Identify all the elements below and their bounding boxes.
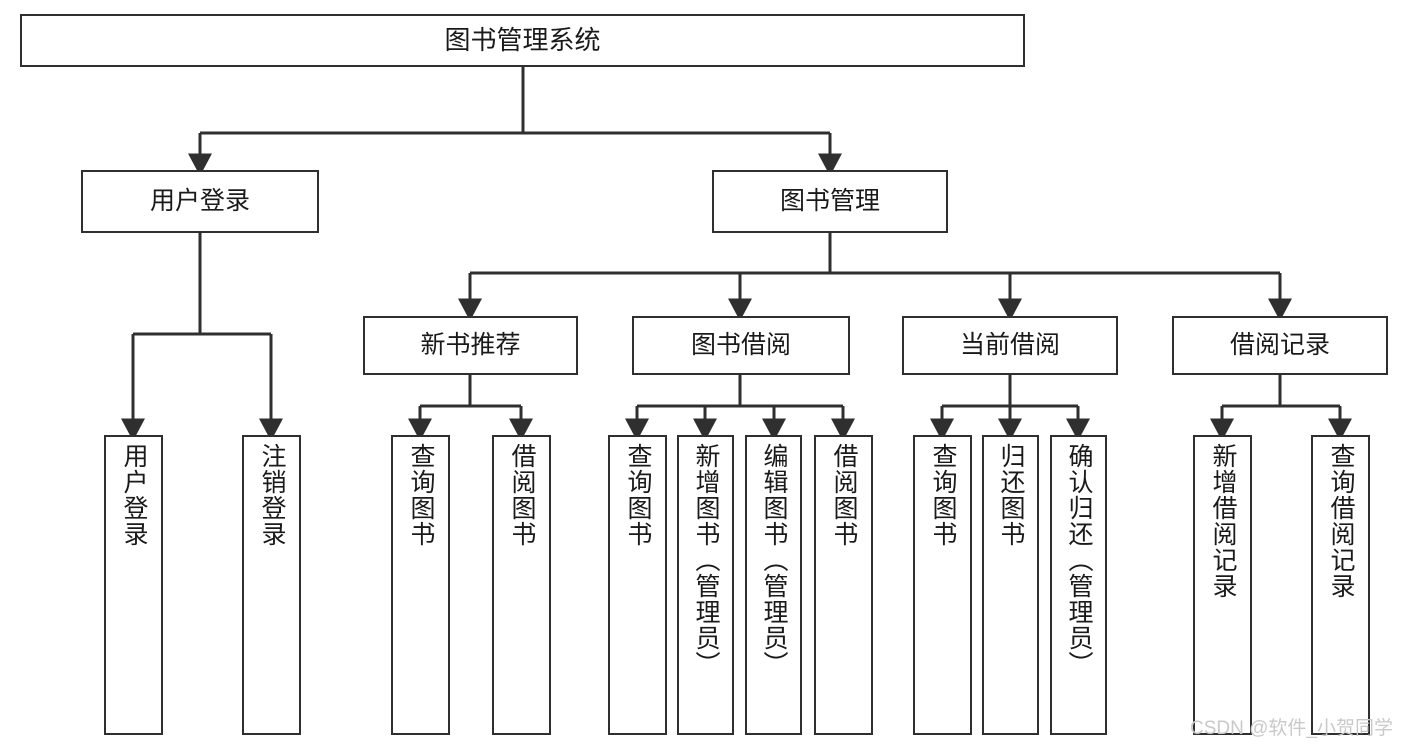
node-label: 用户登录 [149, 186, 250, 215]
node-label: 新书推荐 [420, 330, 521, 359]
leaf-edit-book[interactable]: 编辑图书（管理员） [745, 435, 802, 735]
node-label: 借阅图书 [508, 443, 536, 547]
leaf-user-login[interactable]: 用户登录 [104, 435, 163, 735]
node-label: 用户登录 [120, 443, 148, 547]
node-label: 查询图书 [407, 443, 435, 547]
node-label: 图书管理系统 [444, 25, 601, 56]
node-book-manage[interactable]: 图书管理 [712, 170, 948, 233]
leaf-return-book[interactable]: 归还图书 [982, 435, 1039, 735]
node-root-system[interactable]: 图书管理系统 [20, 14, 1025, 67]
watermark: CSDN @软件_小贺同学 [1190, 718, 1393, 739]
leaf-logout[interactable]: 注销登录 [242, 435, 301, 735]
node-user-login[interactable]: 用户登录 [81, 170, 319, 233]
node-label: 当前借阅 [959, 330, 1060, 359]
node-label: 新增图书（管理员） [692, 443, 720, 677]
leaf-query-book-2[interactable]: 查询图书 [608, 435, 667, 735]
leaf-add-book[interactable]: 新增图书（管理员） [677, 435, 734, 735]
leaf-borrow-book-1[interactable]: 借阅图书 [492, 435, 551, 735]
node-label: 查询借阅记录 [1327, 443, 1355, 599]
leaf-query-book-1[interactable]: 查询图书 [391, 435, 450, 735]
leaf-confirm-return[interactable]: 确认归还（管理员） [1050, 435, 1107, 735]
node-label: 确认归还（管理员） [1065, 443, 1093, 677]
node-new-book-rec[interactable]: 新书推荐 [363, 316, 578, 375]
node-label: 借阅记录 [1229, 330, 1330, 359]
node-borrow-record[interactable]: 借阅记录 [1172, 316, 1388, 375]
leaf-query-book-3[interactable]: 查询图书 [913, 435, 972, 735]
node-label: 图书管理 [779, 186, 880, 215]
leaf-query-record[interactable]: 查询借阅记录 [1311, 435, 1370, 735]
node-label: 编辑图书（管理员） [760, 443, 788, 677]
node-label: 新增借阅记录 [1209, 443, 1237, 599]
node-book-borrow[interactable]: 图书借阅 [632, 316, 850, 375]
leaf-borrow-book-2[interactable]: 借阅图书 [814, 435, 873, 735]
node-label: 查询图书 [624, 443, 652, 547]
node-label: 归还图书 [997, 443, 1025, 547]
node-label: 图书借阅 [690, 330, 791, 359]
node-label: 查询图书 [929, 443, 957, 547]
node-current-borrow[interactable]: 当前借阅 [902, 316, 1118, 375]
leaf-add-record[interactable]: 新增借阅记录 [1193, 435, 1252, 735]
node-label: 借阅图书 [830, 443, 858, 547]
node-label: 注销登录 [258, 443, 286, 547]
